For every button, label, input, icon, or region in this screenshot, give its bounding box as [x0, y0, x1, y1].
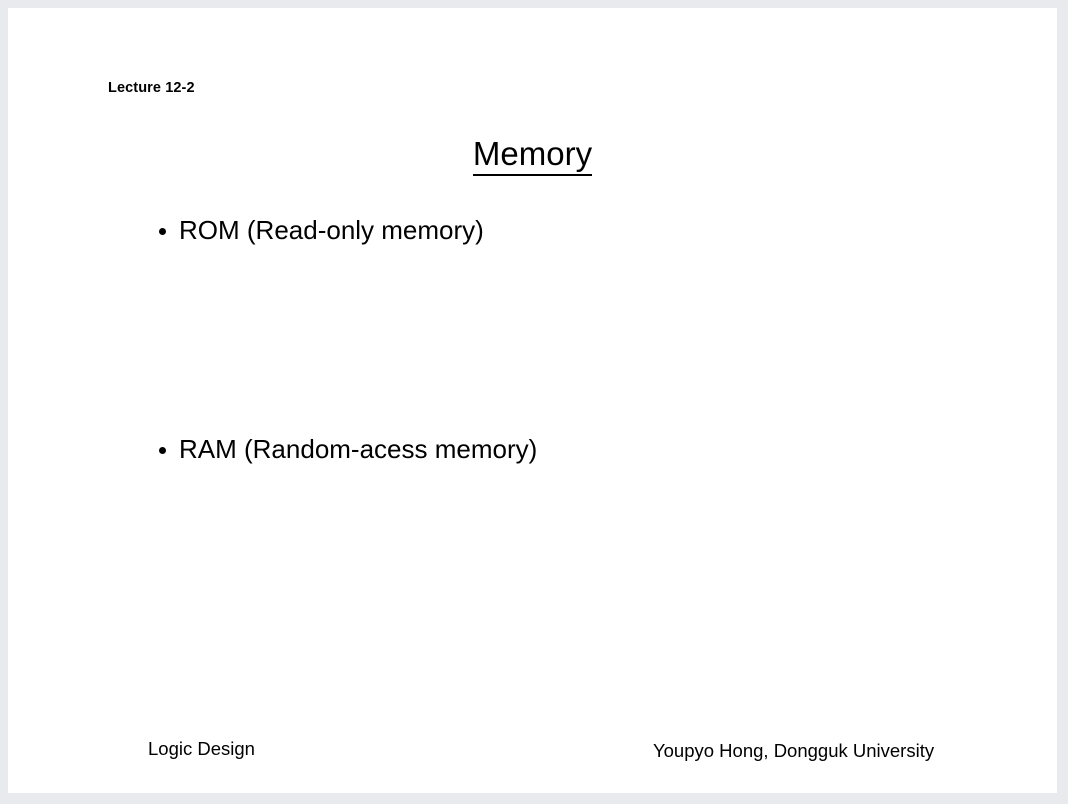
list-item: ROM (Read-only memory) [156, 214, 986, 247]
slide-footer: Logic Design Youpyo Hong, Dongguk Univer… [8, 738, 1057, 768]
slide-page: Lecture 12-2 Memory ROM (Read-only memor… [8, 8, 1057, 793]
bullet-list: ROM (Read-only memory) RAM (Random-acess… [156, 214, 986, 465]
list-item-label: RAM (Random-acess memory) [179, 433, 538, 464]
page-title-text: Memory [472, 136, 593, 176]
footer-course-label: Logic Design [148, 738, 255, 759]
lecture-label: Lecture 12-2 [108, 80, 195, 96]
list-item-label: ROM (Read-only memory) [179, 215, 484, 245]
round-bullet-icon [159, 446, 166, 454]
footer-author-label: Youpyo Hong, Dongguk University [653, 740, 935, 761]
round-bullet-icon [159, 228, 166, 235]
list-item: RAM (Random-acess memory) [156, 433, 986, 466]
page-title: Memory [8, 135, 1057, 176]
